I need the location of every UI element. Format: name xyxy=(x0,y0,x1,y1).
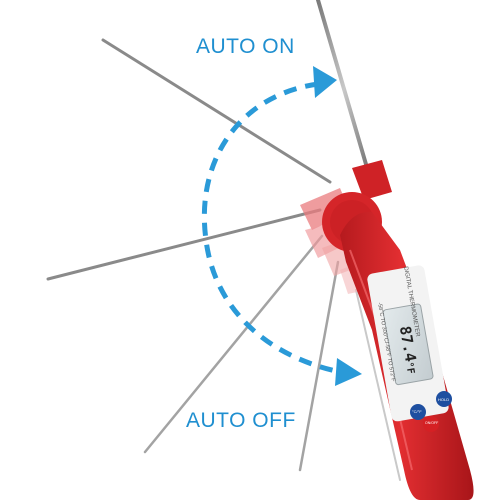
probe-ghost-horizontal xyxy=(46,208,322,281)
lcd-screen xyxy=(382,303,434,386)
auto-off-label: AUTO OFF xyxy=(186,409,296,432)
main-probe xyxy=(316,0,392,200)
unit-toggle-label: °C/°F xyxy=(412,409,422,414)
unit-toggle-button xyxy=(410,404,426,420)
probe-ghosts xyxy=(46,38,401,481)
thermometer-buttons xyxy=(410,391,452,432)
probe-ghost-lower-left xyxy=(143,234,324,454)
dashed-arrow-right-icon xyxy=(313,66,337,98)
temperature-unit: °F xyxy=(403,361,416,375)
hold-button xyxy=(436,391,452,407)
probe-ghost-lower xyxy=(298,260,340,472)
power-button xyxy=(423,416,439,432)
probe-base-cap xyxy=(352,160,392,200)
dashed-arrow-down-right-icon xyxy=(335,358,362,386)
probe-ghost-bottom xyxy=(355,289,401,481)
hold-label: HOLD xyxy=(438,397,450,402)
auto-on-label: AUTO ON xyxy=(196,35,295,58)
display-panel xyxy=(367,265,449,422)
rotation-arrow xyxy=(201,81,341,375)
probe-ghost-upper-left xyxy=(101,38,332,184)
power-label: ON/OFF xyxy=(425,421,439,425)
